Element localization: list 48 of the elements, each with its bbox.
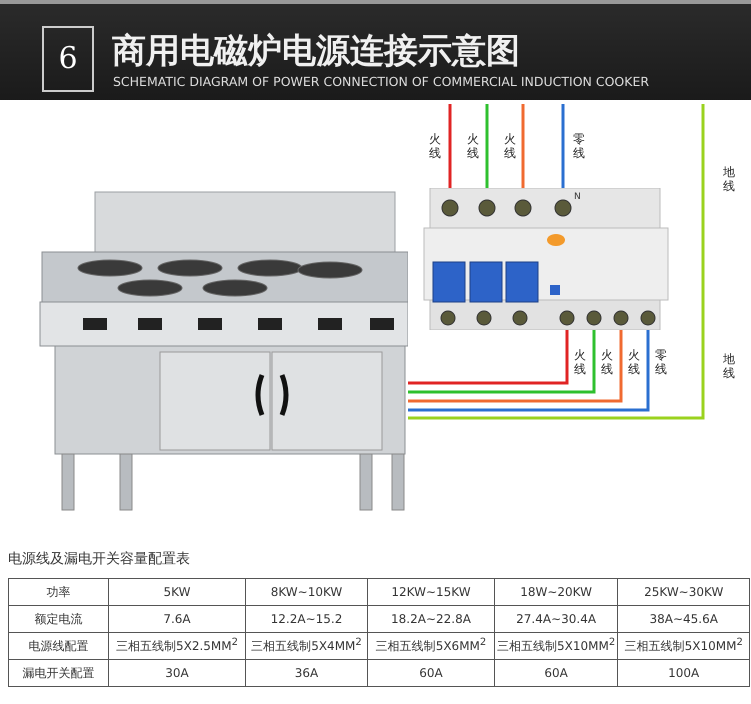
wire-label: 火线 (573, 348, 587, 376)
step-number: 6 (42, 26, 94, 92)
table-cell: 18W~20KW (494, 578, 618, 606)
subtitle: SCHEMATIC DIAGRAM OF POWER CONNECTION OF COMMERCIAL INDUCTION COOKER (113, 74, 650, 89)
wire (408, 330, 568, 384)
table-cell: 27.4A~30.4A (494, 606, 618, 632)
table-cell: 三相五线制5X4MM$^{2}$ (246, 632, 368, 660)
wire (408, 330, 650, 412)
wire (408, 104, 704, 420)
wire (448, 104, 452, 188)
wire-label: 零线 (572, 132, 586, 160)
table-cell: 100A (618, 660, 750, 686)
wire-label: 零线 (654, 348, 668, 376)
row-header-cell: 额定电流 (8, 606, 108, 632)
table-cell: 5KW (108, 578, 246, 606)
table-cell: 30A (108, 660, 246, 686)
table-cell: 三相五线制5X6MM$^{2}$ (368, 632, 494, 660)
table-cell: 36A (246, 660, 368, 686)
wire (408, 330, 596, 394)
table-cell: 三相五线制5X10MM$^{2}$ (494, 632, 618, 660)
terminal-label: N (574, 192, 581, 202)
wire (408, 330, 622, 402)
table-cell: 38A~45.6A (618, 606, 750, 632)
row-header-cell: 电源线配置 (8, 632, 108, 660)
table-cell: 25KW~30KW (618, 578, 750, 606)
table-cell: 8KW~10KW (246, 578, 368, 606)
table-cell: 三相五线制5X2.5MM$^{2}$ (108, 632, 246, 660)
row-header-cell: 漏电开关配置 (8, 660, 108, 686)
wire (562, 104, 564, 188)
table-cell: 60A (494, 660, 618, 686)
row-header-cell: 功率 (8, 578, 108, 606)
wire-label: 火线 (627, 348, 641, 376)
title: 商用电磁炉电源连接示意图 (112, 30, 520, 73)
table-cell: 60A (368, 660, 494, 686)
wire (486, 104, 488, 188)
wire-label: 火线 (466, 132, 480, 160)
table-cell: 12KW~15KW (368, 578, 494, 606)
table-cell: 12.2A~15.2 (246, 606, 368, 632)
table-cell: 三相五线制5X10MM$^{2}$ (618, 632, 750, 660)
table-cell: 18.2A~22.8A (368, 606, 494, 632)
table-cell: 7.6A (108, 606, 246, 632)
wire-label: 火线 (503, 132, 517, 160)
wire-label: 地线 (722, 165, 736, 193)
wire-label: 火线 (600, 348, 614, 376)
wire (522, 104, 524, 188)
wire-label: 地线 (722, 352, 736, 380)
wire-label: 火线 (428, 132, 442, 160)
table-title: 电源线及漏电开关容量配置表 (8, 550, 190, 568)
